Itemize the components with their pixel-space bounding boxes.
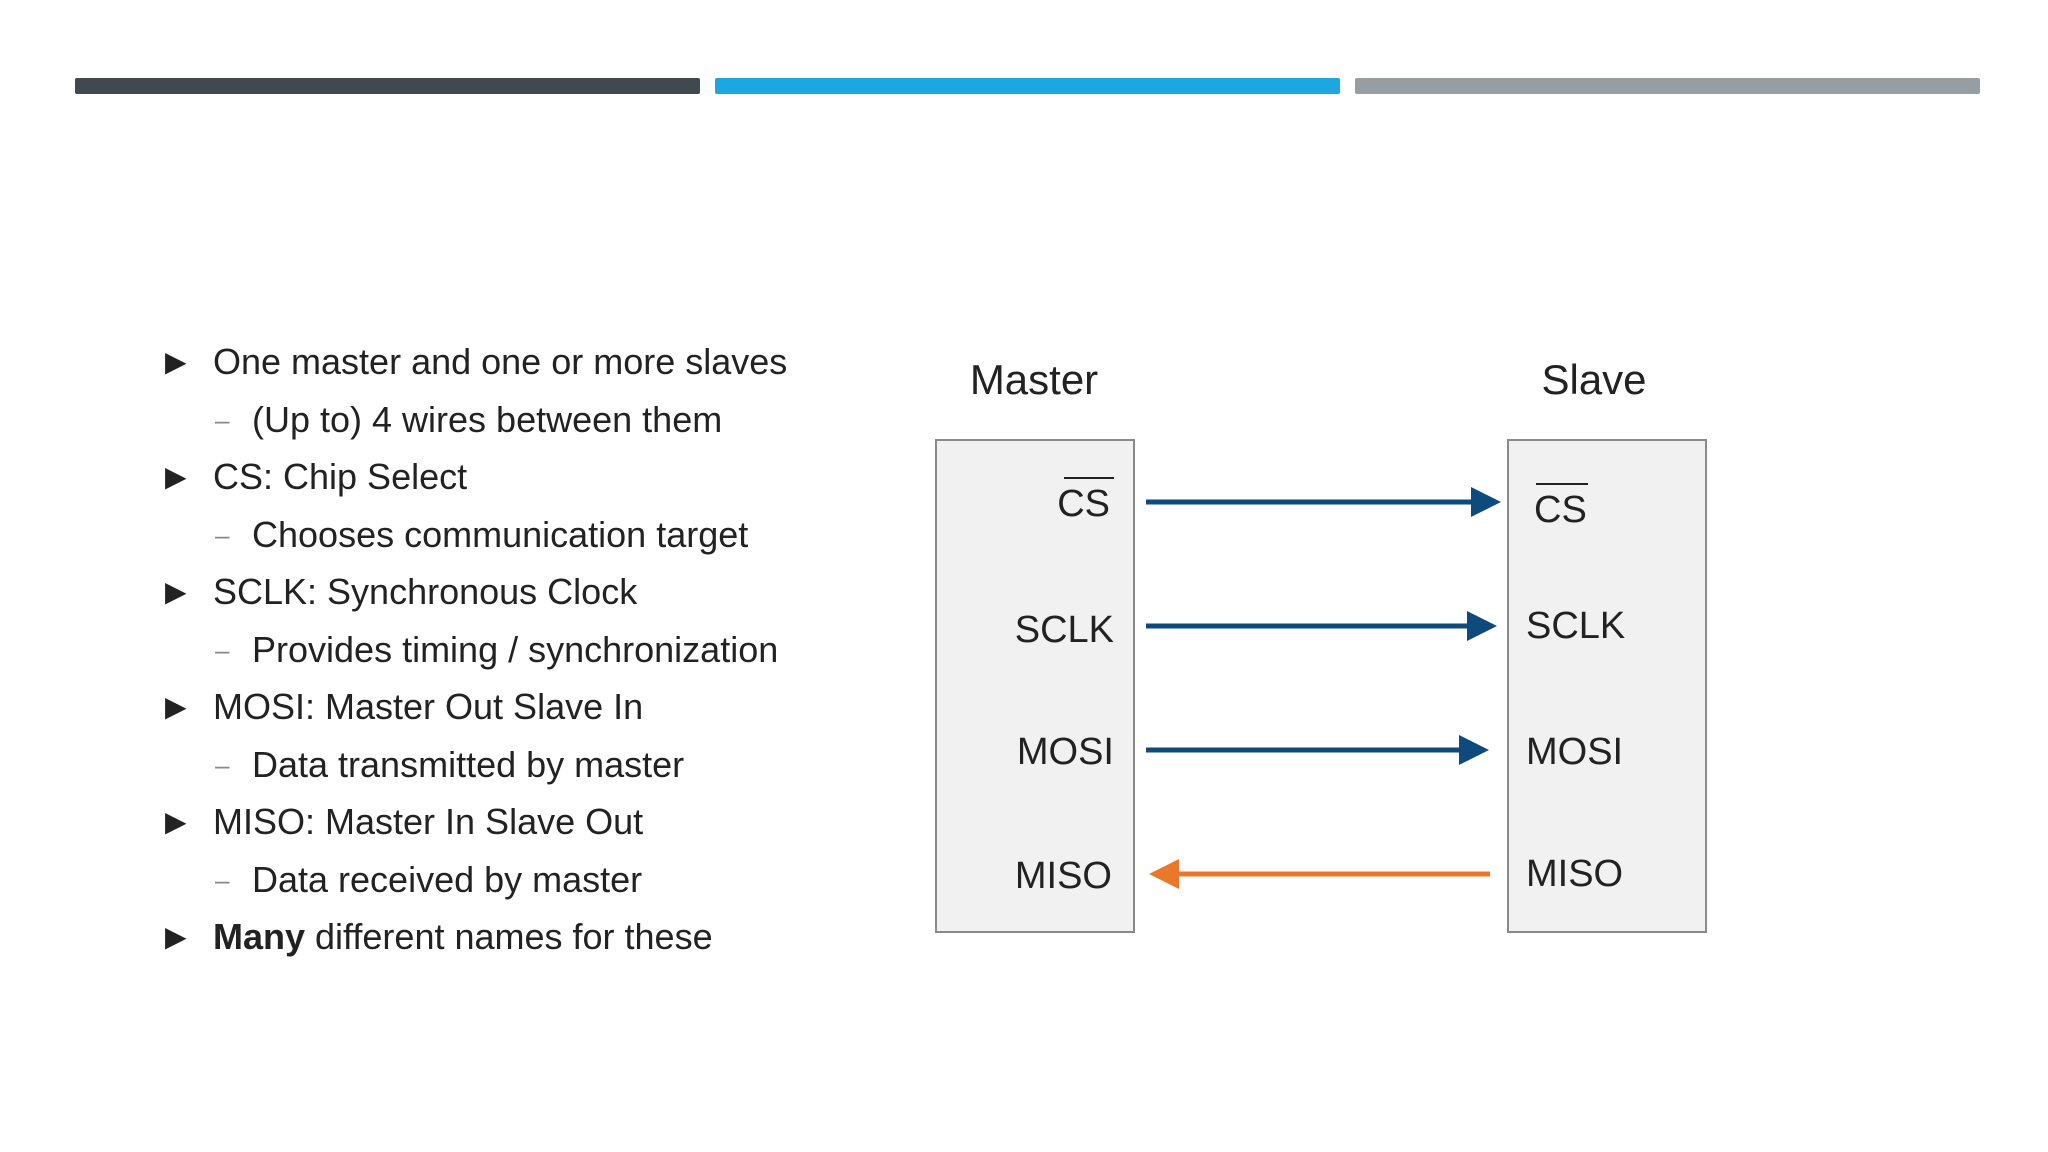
header-bar-left	[75, 78, 700, 94]
bullet-item: ▶ SCLK: Synchronous Clock	[165, 568, 885, 626]
sub-bullet-text: Data received by master	[252, 858, 643, 900]
sub-bullet-item: – Chooses communication target	[165, 511, 885, 569]
slave-signal-mosi: MOSI	[1526, 731, 1623, 773]
master-signal-miso: MISO	[1015, 855, 1112, 897]
bullet-item: ▶ CS: Chip Select	[165, 453, 885, 511]
triangle-bullet-icon: ▶	[165, 461, 187, 492]
bullet-item: ▶ One master and one or more slaves	[165, 338, 885, 396]
triangle-bullet-icon: ▶	[165, 346, 187, 377]
sub-bullet-item: – Data transmitted by master	[165, 741, 885, 799]
bullet-text: CS: Chip Select	[213, 456, 468, 497]
master-title: Master	[970, 356, 1098, 403]
dash-bullet-icon: –	[215, 634, 230, 665]
dash-bullet-icon: –	[215, 864, 230, 895]
bullet-item: ▶ MISO: Master In Slave Out	[165, 798, 885, 856]
master-signal-mosi: MOSI	[1017, 731, 1114, 773]
header-bar-middle	[715, 78, 1340, 94]
sub-bullet-text: (Up to) 4 wires between them	[252, 398, 723, 440]
bullet-bold-text: Many	[213, 916, 306, 957]
slave-signal-sclk: SCLK	[1526, 605, 1625, 647]
bullet-text: different names for these	[305, 916, 713, 957]
bullet-text: SCLK: Synchronous Clock	[213, 571, 638, 612]
bullet-list: ▶ One master and one or more slaves – (U…	[165, 338, 885, 971]
sub-bullet-item: – (Up to) 4 wires between them	[165, 396, 885, 454]
bullet-text: One master and one or more slaves	[213, 341, 788, 382]
sub-bullet-text: Chooses communication target	[252, 513, 749, 555]
triangle-bullet-icon: ▶	[165, 576, 187, 607]
dash-bullet-icon: –	[215, 404, 230, 435]
slave-title: Slave	[1541, 356, 1646, 403]
triangle-bullet-icon: ▶	[165, 691, 187, 722]
triangle-bullet-icon: ▶	[165, 921, 187, 952]
sub-bullet-text: Data transmitted by master	[252, 743, 685, 785]
bullet-text: MISO: Master In Slave Out	[213, 801, 644, 842]
sub-bullet-text: Provides timing / synchronization	[252, 628, 779, 670]
master-box	[935, 439, 1135, 933]
master-signal-sclk: SCLK	[1015, 609, 1114, 651]
bullet-text: MOSI: Master Out Slave In	[213, 686, 644, 727]
slave-box	[1507, 439, 1707, 933]
master-signal-cs: CS	[1057, 483, 1110, 525]
header-bar-right	[1355, 78, 1980, 94]
slave-signal-cs: CS	[1534, 489, 1587, 531]
bullet-item: ▶ Many different names for these	[165, 913, 885, 971]
bullet-item: ▶ MOSI: Master Out Slave In	[165, 683, 885, 741]
sub-bullet-item: – Data received by master	[165, 856, 885, 914]
sub-bullet-item: – Provides timing / synchronization	[165, 626, 885, 684]
dash-bullet-icon: –	[215, 749, 230, 780]
dash-bullet-icon: –	[215, 519, 230, 550]
triangle-bullet-icon: ▶	[165, 806, 187, 837]
slave-signal-miso: MISO	[1526, 853, 1623, 895]
